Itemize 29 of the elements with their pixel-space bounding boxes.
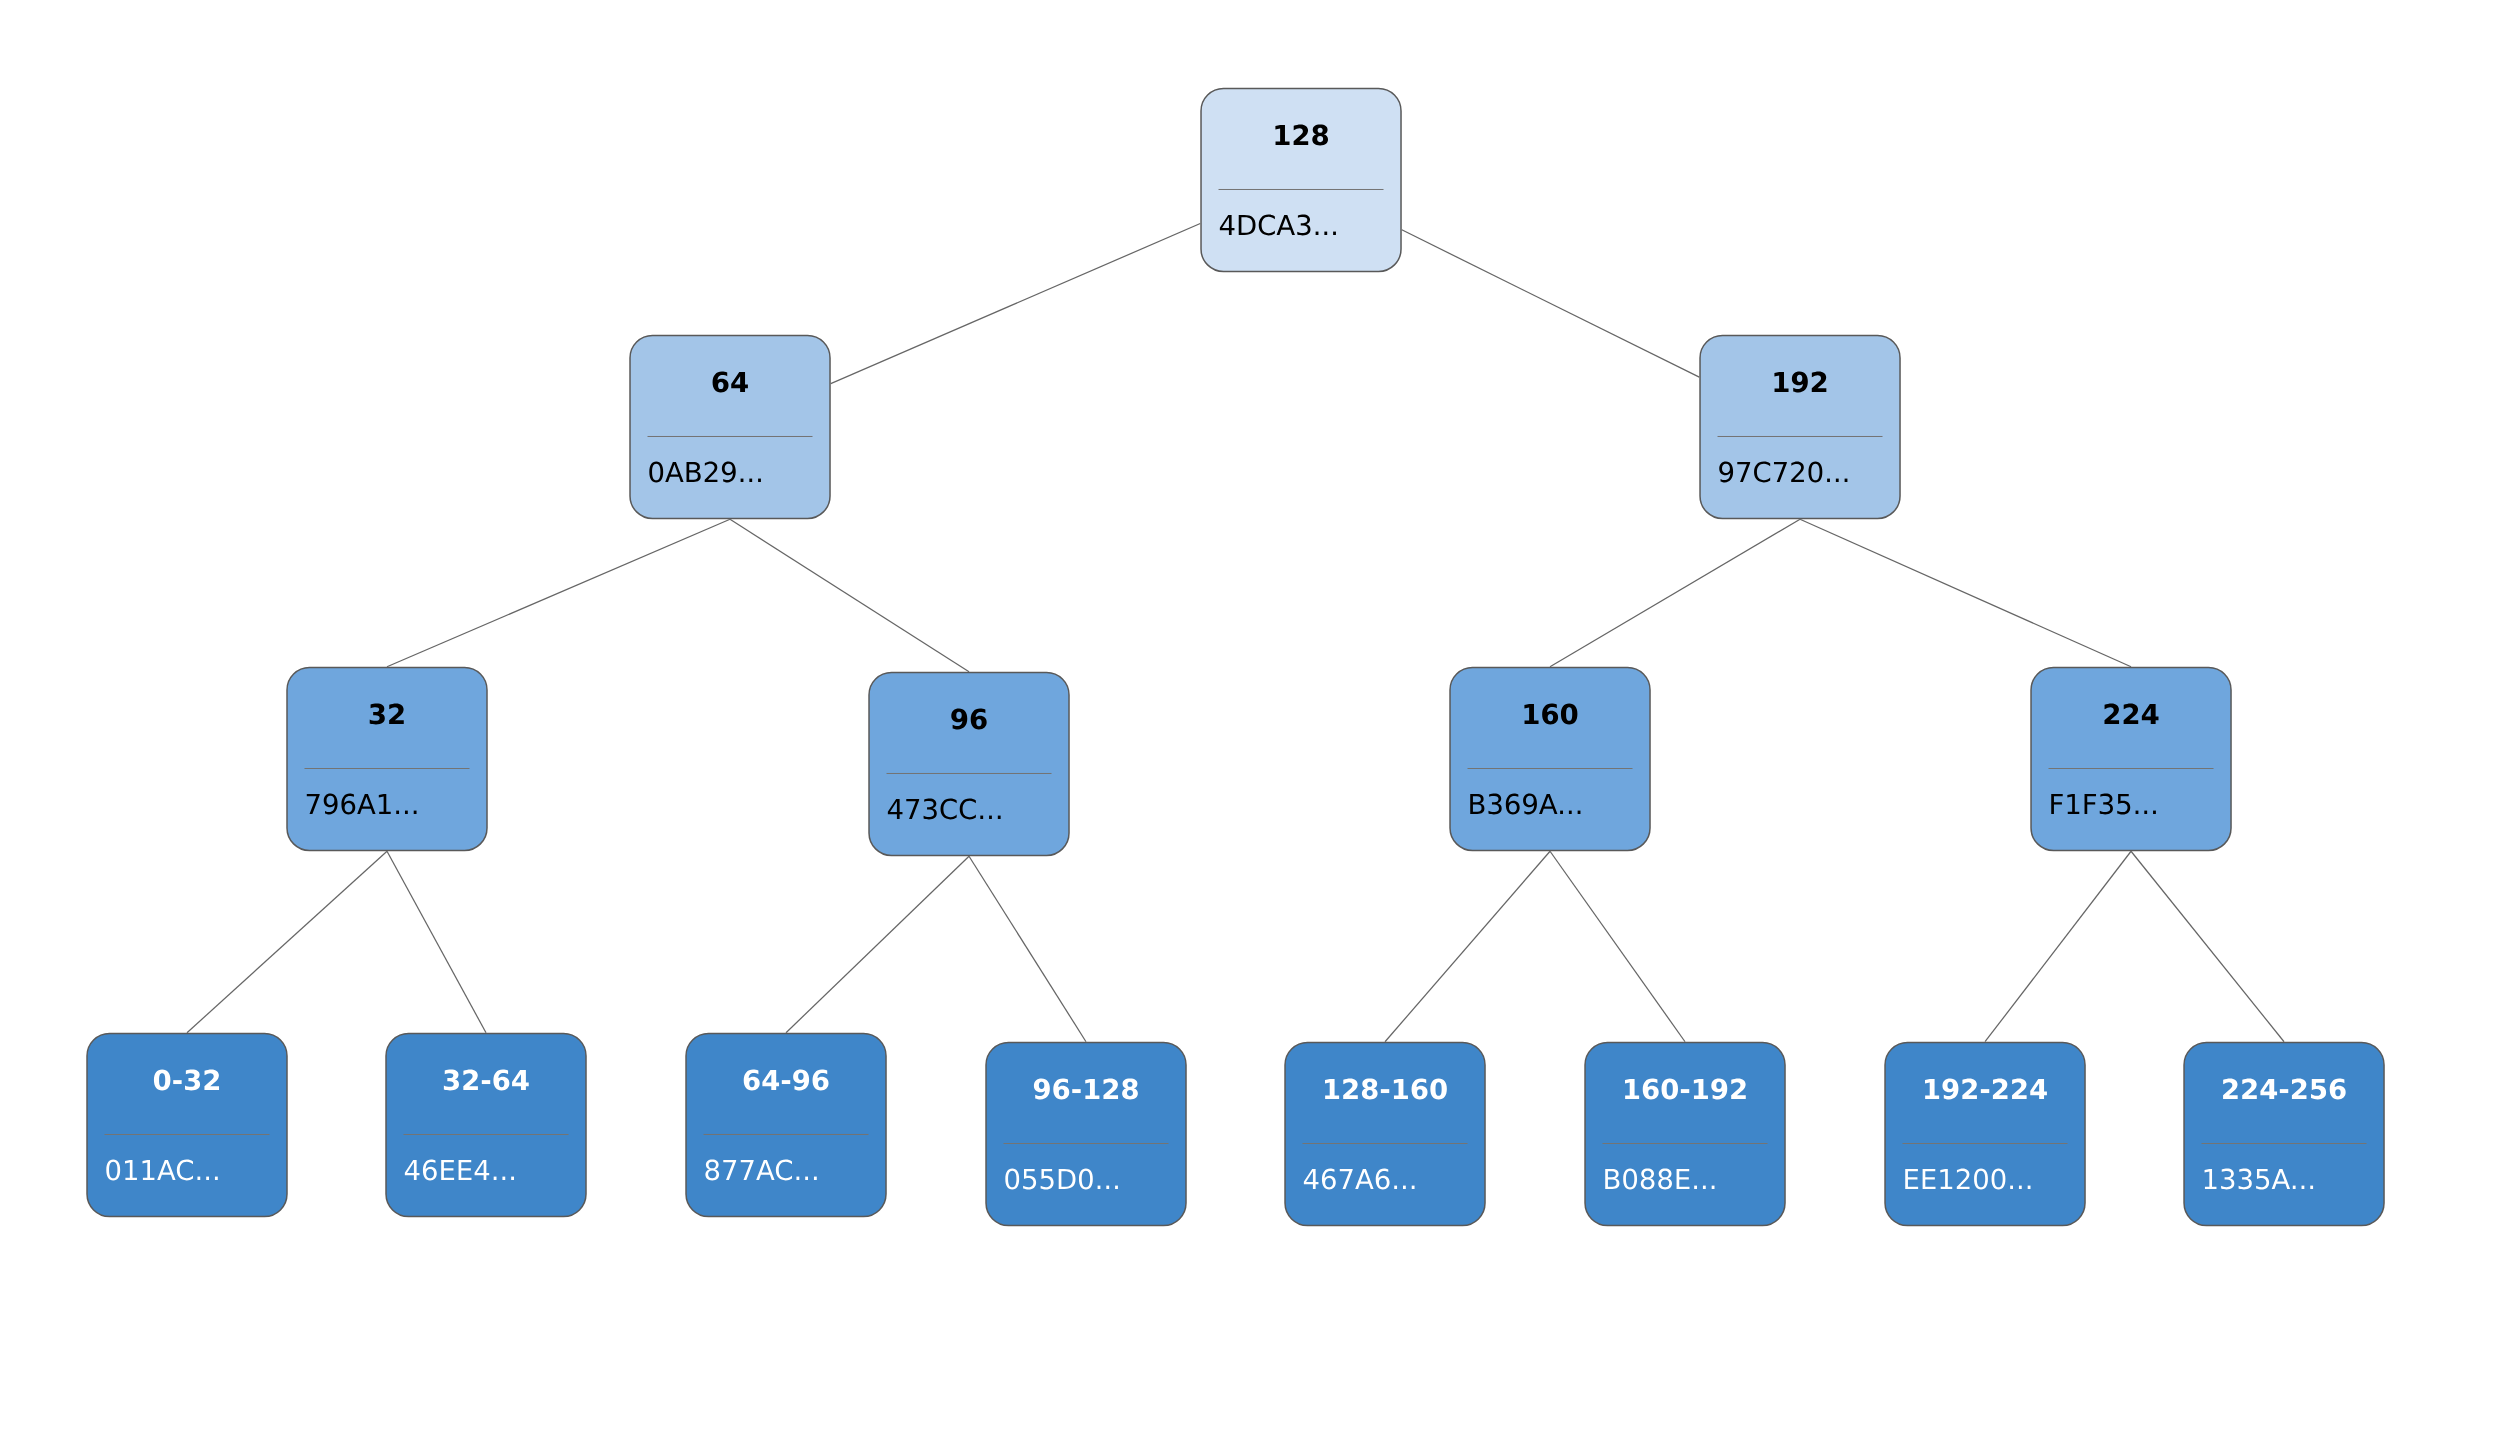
connector-line	[1549, 518, 1801, 668]
connector-line	[186, 850, 388, 1034]
connector-line	[1984, 850, 2132, 1043]
connector-line	[1799, 518, 2132, 668]
tree-node: 224-256 1335A...	[2183, 1041, 2385, 1227]
connector-line	[1401, 229, 1700, 378]
connector-line	[785, 855, 970, 1034]
connector-line	[2130, 850, 2285, 1043]
tree-node: 128-160 467A6...	[1284, 1041, 1486, 1227]
tree-node: 224 F1F35...	[2030, 666, 2232, 852]
tree-node: 32-64 46EE4...	[385, 1032, 587, 1218]
tree-node: 32 796A1...	[286, 666, 488, 852]
connector-line	[1384, 850, 1551, 1043]
tree-node: 64 0AB29...	[629, 334, 831, 520]
tree-node: 192 97C720...	[1699, 334, 1901, 520]
tree-node: 64-96 877AC...	[685, 1032, 887, 1218]
tree-node: 160-192 B088E...	[1584, 1041, 1786, 1227]
tree-node: 128 4DCA3...	[1200, 87, 1402, 273]
connector-line	[386, 850, 487, 1034]
connector-line	[386, 518, 731, 668]
tree-node: 160 B369A...	[1449, 666, 1651, 852]
tree-node: 96 473CC...	[868, 671, 1070, 857]
tree-node: 96-128 055D0...	[985, 1041, 1187, 1227]
tree-node: 0-32 011AC...	[86, 1032, 288, 1218]
connector-line	[1549, 850, 1686, 1043]
tree-node: 192-224 EE1200...	[1884, 1041, 2086, 1227]
connector-line	[968, 855, 1087, 1043]
connector-line	[729, 518, 970, 673]
connector-line	[830, 222, 1201, 385]
